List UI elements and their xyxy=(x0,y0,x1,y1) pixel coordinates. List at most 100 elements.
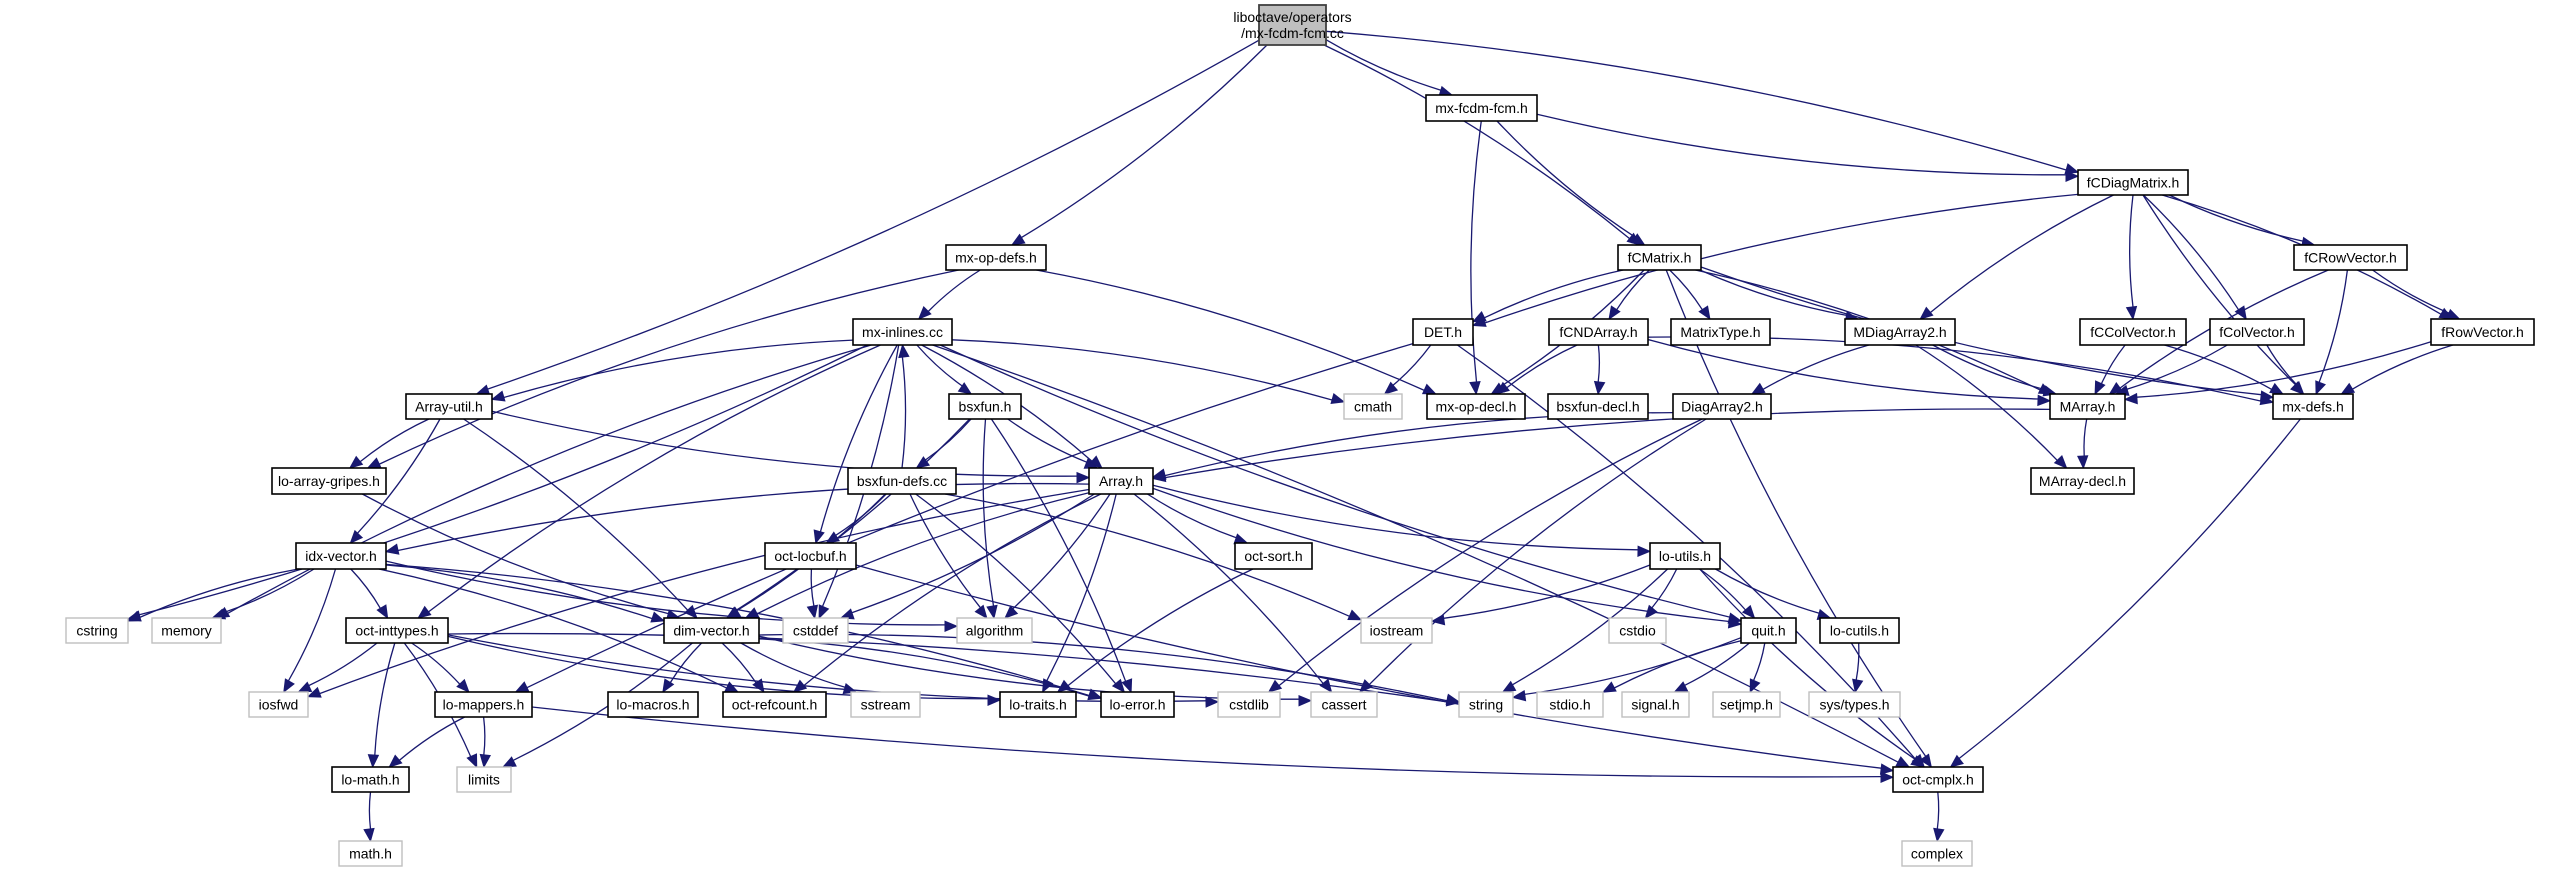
edge-line xyxy=(368,791,372,830)
node-box[interactable] xyxy=(434,691,533,718)
node-dim-vector-h[interactable]: dim-vector.h xyxy=(663,617,760,644)
arrowhead-icon xyxy=(126,610,142,622)
node-box[interactable] xyxy=(2030,467,2135,495)
node-box[interactable] xyxy=(1844,318,1956,346)
node-lo-macros-h[interactable]: lo-macros.h xyxy=(607,691,699,718)
edge-array-h-to-cassert xyxy=(1133,493,1333,694)
edge-line xyxy=(512,642,693,761)
node-box[interactable] xyxy=(1412,318,1474,346)
node-oct-inttypes-h[interactable]: oct-inttypes.h xyxy=(345,617,449,644)
node-marray-h[interactable]: MArray.h xyxy=(2049,393,2126,420)
node-frowvector-h[interactable]: fRowVector.h xyxy=(2430,318,2535,346)
node-box[interactable] xyxy=(345,617,449,644)
node-mx-op-defs-h[interactable]: mx-op-defs.h xyxy=(945,244,1047,271)
node-fccolvector-h[interactable]: fCColVector.h xyxy=(2079,318,2187,346)
node-mx-fcdm-fcm-h[interactable]: mx-fcdm-fcm.h xyxy=(1425,94,1538,122)
node-lo-cutils-h[interactable]: lo-cutils.h xyxy=(1819,617,1900,644)
node-box[interactable] xyxy=(847,467,957,495)
node-lo-array-gripes-h[interactable]: lo-array-gripes.h xyxy=(271,467,387,495)
node-fcolvector-h[interactable]: fColVector.h xyxy=(2209,318,2305,346)
edge-line xyxy=(1323,44,1631,240)
node-box[interactable] xyxy=(1617,244,1702,271)
node-box[interactable] xyxy=(1892,766,1984,793)
arrowhead-icon xyxy=(1698,305,1711,321)
node-box[interactable] xyxy=(295,542,387,570)
node-fcdiagmatrix-h[interactable]: fCDiagMatrix.h xyxy=(2077,169,2189,196)
node-label: oct-cmplx.h xyxy=(1902,772,1974,788)
node-fcmatrix-h[interactable]: fCMatrix.h xyxy=(1617,244,1702,271)
node-idx-vector-h[interactable]: idx-vector.h xyxy=(295,542,387,570)
node-marray-decl-h[interactable]: MArray-decl.h xyxy=(2030,467,2135,495)
node-box[interactable] xyxy=(2272,393,2354,420)
node-box[interactable] xyxy=(1819,617,1900,644)
arrowhead-icon xyxy=(1383,381,1399,395)
node-box[interactable] xyxy=(2077,169,2189,196)
node-box[interactable] xyxy=(722,691,827,718)
node-lo-math-h[interactable]: lo-math.h xyxy=(331,766,410,793)
edge-oct-inttypes-h-to-cstdlib xyxy=(447,634,1220,708)
node-box[interactable] xyxy=(1425,94,1538,122)
node-root[interactable]: liboctave/operators/mx-fcdm-fcm.cc xyxy=(1233,4,1352,46)
node-box[interactable] xyxy=(663,617,760,644)
node-lo-error-h[interactable]: lo-error.h xyxy=(1100,691,1175,718)
node-oct-refcount-h[interactable]: oct-refcount.h xyxy=(722,691,827,718)
node-fcrowvector-h[interactable]: fCRowVector.h xyxy=(2293,244,2408,271)
node-box[interactable] xyxy=(764,542,857,570)
node-box[interactable] xyxy=(2209,318,2305,346)
edge-line xyxy=(397,482,1090,552)
node-matrixtype-h[interactable]: MatrixType.h xyxy=(1670,318,1771,346)
node-oct-sort-h[interactable]: oct-sort.h xyxy=(1234,542,1313,570)
node-box[interactable] xyxy=(1670,318,1771,346)
node-box[interactable] xyxy=(945,244,1047,271)
node-bsxfun-defs-cc[interactable]: bsxfun-defs.cc xyxy=(847,467,957,495)
node-mdiagarray2-h[interactable]: MDiagArray2.h xyxy=(1844,318,1956,346)
node-box[interactable] xyxy=(852,318,953,346)
node-box[interactable] xyxy=(2430,318,2535,346)
node-oct-cmplx-h[interactable]: oct-cmplx.h xyxy=(1892,766,1984,793)
node-quit-h[interactable]: quit.h xyxy=(1740,617,1797,644)
node-box[interactable] xyxy=(2293,244,2408,271)
node-lo-mappers-h[interactable]: lo-mappers.h xyxy=(434,691,533,718)
arrowhead-icon xyxy=(974,604,988,620)
node-mx-op-decl-h[interactable]: mx-op-decl.h xyxy=(1426,393,1526,420)
edge-line xyxy=(1484,269,1624,319)
node-diagarray2-h[interactable]: DiagArray2.h xyxy=(1672,393,1772,420)
node-det-h[interactable]: DET.h xyxy=(1412,318,1474,346)
node-box[interactable] xyxy=(1088,467,1154,495)
node-box[interactable] xyxy=(1649,542,1721,570)
node-box xyxy=(1310,691,1378,718)
edge-mx-fcdm-fcm-h-to-fcmatrix-h xyxy=(1496,120,1646,246)
node-bsxfun-decl-h[interactable]: bsxfun-decl.h xyxy=(1547,393,1649,420)
node-box[interactable] xyxy=(948,393,1022,420)
node-box[interactable] xyxy=(271,467,387,495)
node-mx-defs-h[interactable]: mx-defs.h xyxy=(2272,393,2354,420)
node-box[interactable] xyxy=(2079,318,2187,346)
node-array-h[interactable]: Array.h xyxy=(1088,467,1154,495)
node-lo-traits-h[interactable]: lo-traits.h xyxy=(999,691,1077,718)
node-box[interactable] xyxy=(1548,318,1649,346)
node-box[interactable] xyxy=(607,691,699,718)
node-lo-utils-h[interactable]: lo-utils.h xyxy=(1649,542,1721,570)
node-box[interactable] xyxy=(1740,617,1797,644)
node-oct-locbuf-h[interactable]: oct-locbuf.h xyxy=(764,542,857,570)
node-fcndarray-h[interactable]: fCNDArray.h xyxy=(1548,318,1649,346)
node-box[interactable] xyxy=(1426,393,1526,420)
node-box[interactable] xyxy=(1100,691,1175,718)
node-mx-inlines-cc[interactable]: mx-inlines.cc xyxy=(852,318,953,346)
node-box[interactable] xyxy=(1258,4,1327,46)
edge-quit-h-to-string xyxy=(1511,637,1742,702)
edge-quit-h-to-setjmp-h xyxy=(1749,642,1766,694)
node-box[interactable] xyxy=(1672,393,1772,420)
node-box[interactable] xyxy=(1234,542,1313,570)
node-box[interactable] xyxy=(1547,393,1649,420)
node-box[interactable] xyxy=(405,393,493,420)
arrowhead-icon xyxy=(2053,455,2068,469)
node-box[interactable] xyxy=(2049,393,2126,420)
node-box[interactable] xyxy=(331,766,410,793)
node-box[interactable] xyxy=(999,691,1077,718)
edge-line xyxy=(1616,269,1650,311)
node-bsxfun-h[interactable]: bsxfun.h xyxy=(948,393,1022,420)
edge-lo-mappers-h-to-limits xyxy=(479,716,492,769)
nodes-layer: liboctave/operators/mx-fcdm-fcm.cc mx-fcd… xyxy=(65,4,2535,867)
node-array-util-h[interactable]: Array-util.h xyxy=(405,393,493,420)
